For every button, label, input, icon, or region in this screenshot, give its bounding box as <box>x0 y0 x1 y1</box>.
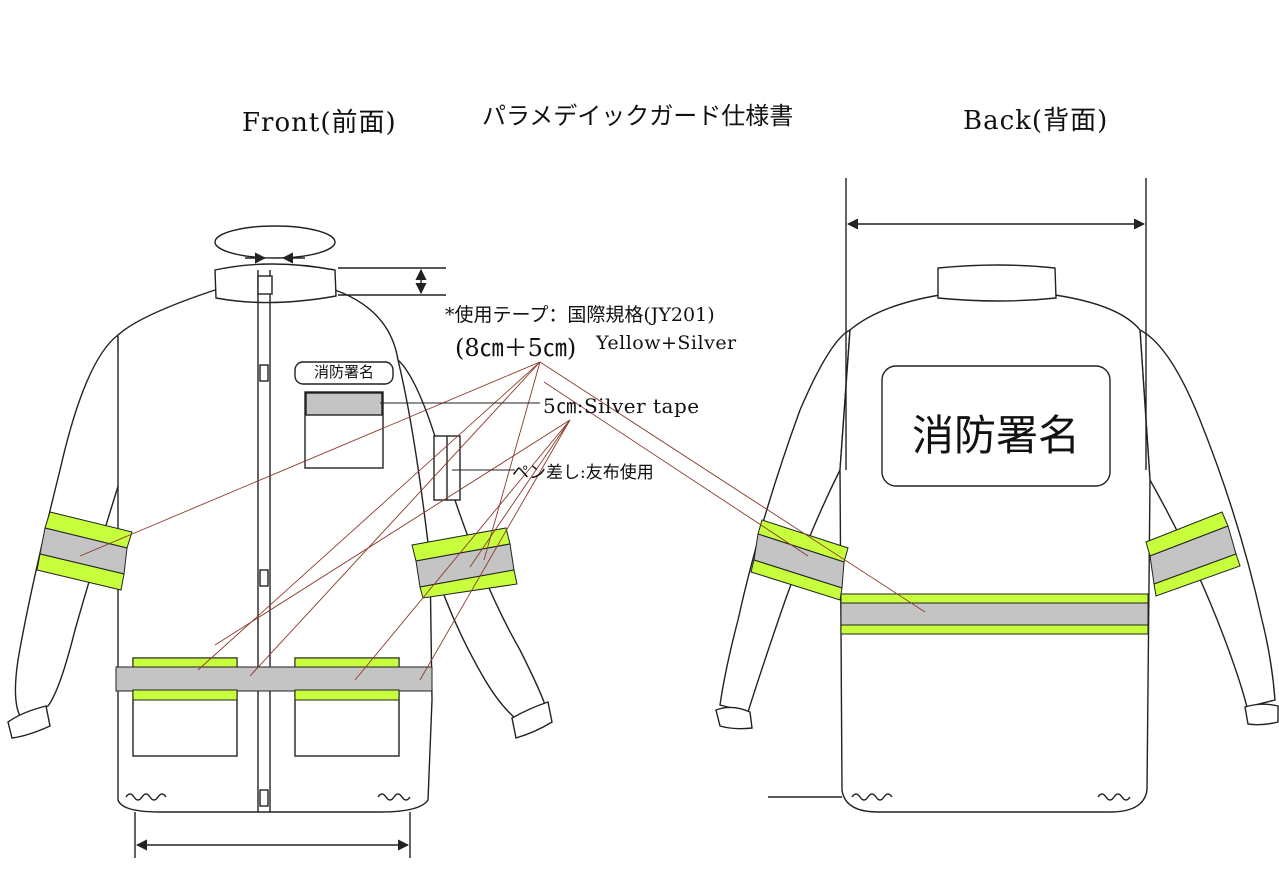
front-station-name: 消防署名 <box>313 363 374 381</box>
back-left-cuff <box>715 706 753 730</box>
back-left-sleeve-tape-yellow-2 <box>750 559 843 601</box>
back-jacket <box>715 264 1279 813</box>
front-left-pocket-tape-bottom <box>132 689 238 701</box>
front-hem-rib-left <box>125 793 167 801</box>
front-left-sleeve-tape-yellow-2 <box>36 553 125 591</box>
tape-spec-label: *使用テープ：国際規格(JY201) <box>445 304 715 326</box>
back-waist-tape-yellow-bottom <box>840 624 1149 635</box>
front-hem-rib-right <box>377 793 411 801</box>
back-station-name: 消防署名 <box>911 411 1080 460</box>
front-collar <box>214 263 337 304</box>
back-right-sleeve-tape-yellow-2 <box>1153 553 1241 597</box>
leader-lines <box>79 361 926 681</box>
front-name-plate <box>294 361 394 385</box>
front-waist-tape-silver <box>115 666 433 692</box>
back-tapes <box>750 511 1241 635</box>
back-right-cuff <box>1244 703 1279 726</box>
back-waist-tape-silver <box>840 602 1149 626</box>
collar-circumference-ellipse <box>214 225 336 259</box>
tape-size-label: (8㎝＋5㎝) <box>455 334 577 362</box>
front-left-cuff <box>7 705 51 739</box>
front-right-cuff <box>511 701 553 739</box>
back-collar <box>937 264 1057 302</box>
front-right-sleeve-tape-yellow-2 <box>419 569 518 599</box>
back-name-plate <box>881 365 1111 487</box>
tape-colors-label: Yellow+Silver <box>596 332 737 354</box>
front-title: Front(前面) <box>242 108 397 138</box>
back-title: Back(背面) <box>963 106 1109 136</box>
back-hem-rib-right <box>1097 793 1131 801</box>
silver-tape-label: 5㎝:Silver tape <box>543 394 700 418</box>
pen-holder-label: ペン差し:友布使用 <box>512 463 654 483</box>
sheet-title: パラメデイックガード仕様書 <box>482 102 794 130</box>
front-right-pocket-tape-bottom <box>294 689 400 701</box>
dimension-lines <box>134 178 1147 858</box>
zipper-pull <box>257 275 273 295</box>
back-hem-rib-left <box>851 793 893 801</box>
back-waist-tape-yellow-top <box>840 593 1149 604</box>
